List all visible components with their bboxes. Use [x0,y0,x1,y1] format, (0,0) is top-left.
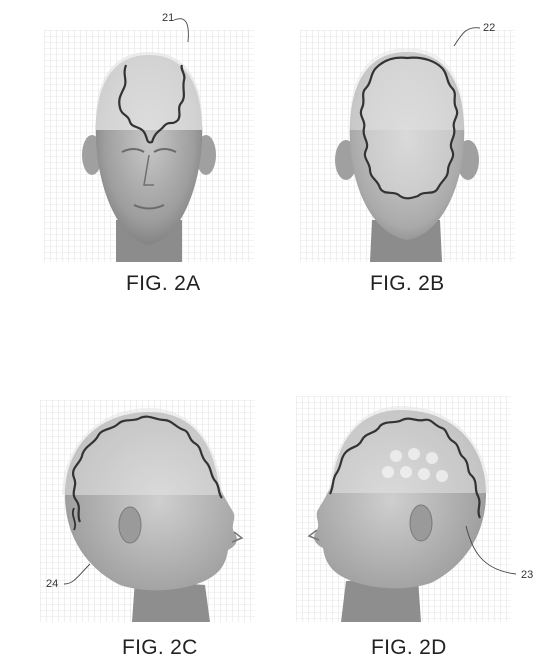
ref-numeral-22: 22 [483,22,496,34]
figure-2a-panel [44,30,254,262]
ref-numeral-23: 23 [521,569,534,581]
electrode-marks [382,448,448,482]
figure-caption-2c: FIG. 2C [122,636,198,659]
nose [307,529,320,541]
ref-21-leader [173,18,189,43]
figure-2c-panel [40,400,255,622]
mouth [133,204,165,210]
ear [118,506,142,544]
figure-2d-panel [296,396,511,622]
side-contour [329,417,482,519]
figure-2b-panel [300,30,515,262]
left-eye [121,148,145,153]
figure-2c-drawing [40,400,255,622]
figure-caption-2a: FIG. 2A [126,272,201,295]
hairline-contour [118,64,186,144]
ref-numeral-21: 21 [162,12,175,24]
scalp-cap [95,52,203,130]
ref-22-leader [453,27,481,47]
ref-24-leader [63,563,91,585]
neck [132,580,210,622]
right-eye [153,148,177,153]
nose [143,154,154,186]
ear [409,504,433,542]
side-contour [72,415,223,523]
figure-2a-drawing [44,30,254,262]
ref-23-leader [465,525,517,575]
figure-caption-2b: FIG. 2B [370,272,445,295]
ref-numeral-24: 24 [46,578,59,590]
nose [231,531,244,543]
figure-caption-2d: FIG. 2D [371,636,447,659]
scalp-cap [329,406,489,493]
figure-2d-drawing [296,396,511,622]
crown-contour [359,56,459,200]
neck [341,578,421,622]
lower-contour [71,507,77,531]
figure-2b-drawing [300,30,515,262]
